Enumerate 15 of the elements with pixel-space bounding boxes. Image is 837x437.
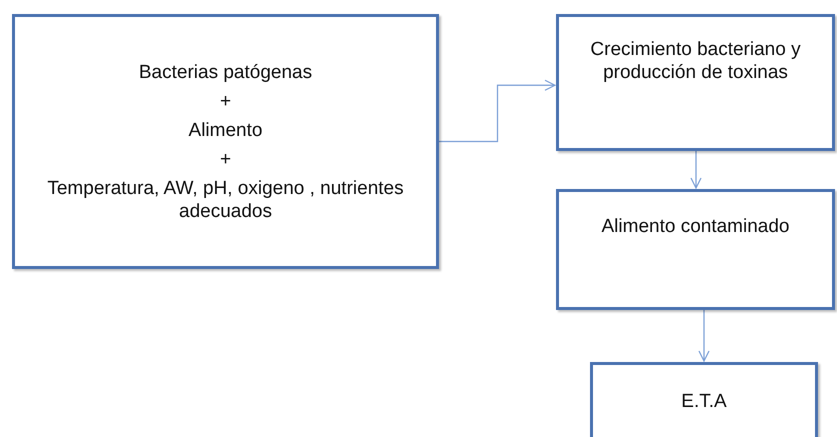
arrow (439, 80, 556, 142)
process-box (556, 14, 835, 151)
box-text: Crecimiento bacteriano y producción de toxinas (589, 38, 802, 84)
box-text: Alimento (188, 118, 262, 142)
box-text: + (220, 148, 232, 170)
box-text: Bacterias patógenas (138, 60, 312, 84)
arrow (690, 151, 702, 189)
box-text: E.T.A (681, 390, 727, 413)
box-text: Temperatura, AW, pH, oxigeno , nutrientes adecuados (46, 176, 405, 222)
process-box (556, 189, 835, 310)
arrow (698, 310, 710, 362)
box-text: + (220, 90, 232, 112)
process-box (12, 14, 439, 269)
box-text: Alimento contaminado (602, 215, 790, 238)
process-box (590, 362, 818, 437)
